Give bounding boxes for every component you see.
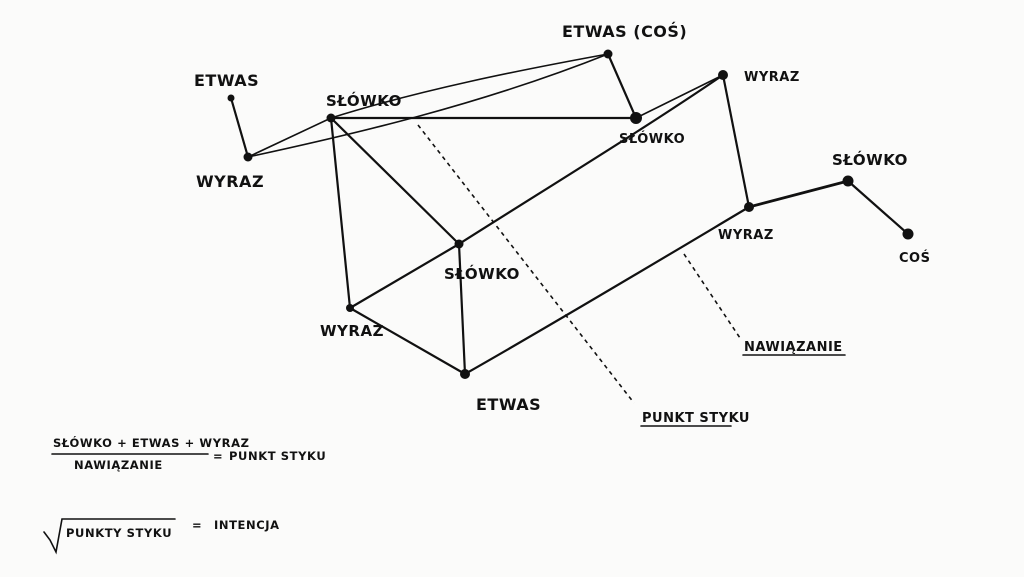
node-wyraz-lower — [346, 304, 354, 312]
node-slowko-mid-right — [630, 112, 642, 124]
label-slowko-center: SŁÓWKO — [444, 264, 520, 283]
label-wyraz-right: WYRAZ — [718, 228, 774, 243]
node-etwas-left — [227, 94, 235, 102]
edge-wyrazright-slowkoright — [747, 179, 850, 209]
root-equals: = — [192, 518, 202, 532]
label-wyraz-left: WYRAZ — [196, 172, 264, 191]
edge-wyraz-etwascos — [247, 53, 609, 158]
node-etwas-cos — [603, 49, 613, 59]
formula-root: PUNKTY STYKU = INTENCJA — [43, 518, 280, 555]
dash-punkt-styku — [417, 124, 635, 404]
edge-slowko-wyrazlower — [329, 116, 352, 310]
label-nawiazanie: NAWIĄZANIE — [744, 340, 843, 355]
node-labels: ETWAS (COŚ) WYRAZ ETWAS SŁÓWKO WYRAZ SŁÓ… — [194, 22, 930, 414]
diagram-edges — [229, 52, 910, 376]
edge-slowkoright-cos — [846, 179, 910, 236]
label-wyraz-lower: WYRAZ — [320, 322, 384, 340]
edge-slowko-etwascos — [330, 53, 609, 119]
fraction-equals: = — [213, 449, 223, 463]
label-slowko-far-right: SŁÓWKO — [832, 150, 908, 169]
root-result: INTENCJA — [214, 518, 280, 532]
edge-centerslowko-etwasbottom — [457, 242, 467, 376]
edge-etwasbottom-wyrazright — [463, 205, 751, 376]
root-argument: PUNKTY STYKU — [66, 526, 172, 540]
edge-wyraz-slowko-left — [247, 117, 332, 158]
fraction-denominator: NAWIĄZANIE — [74, 458, 163, 472]
formula-fraction: SŁÓWKO + ETWAS + WYRAZ NAWIĄZANIE = PUNK… — [51, 435, 326, 472]
node-slowko-left — [326, 113, 336, 123]
node-wyraz-top-right — [718, 70, 728, 80]
node-slowko-center — [454, 239, 464, 249]
node-slowko-far-right — [842, 175, 854, 187]
edge-wyrazlower-centerslowko — [348, 242, 461, 310]
label-etwas-bottom: ETWAS — [476, 395, 541, 414]
node-etwas-bottom — [460, 369, 470, 379]
label-punkt-styku: PUNKT STYKU — [642, 411, 750, 426]
edge-slowkoright-wyraztop — [635, 74, 724, 119]
label-etwas-left: ETWAS — [194, 71, 259, 90]
label-slowko-left: SŁÓWKO — [326, 91, 402, 110]
diagram-nodes — [227, 49, 914, 379]
edge-wyrazlower-etwasbottom — [348, 306, 467, 376]
label-etwas-cos: ETWAS (COŚ) — [562, 22, 687, 41]
edge-centerslowko-wyraztop — [457, 73, 725, 246]
callout-lines — [417, 124, 846, 427]
callout-labels: NAWIĄZANIE PUNKT STYKU — [642, 340, 843, 426]
node-wyraz-right — [744, 202, 754, 212]
label-cos-right: COŚ — [899, 250, 930, 266]
label-wyraz-top-right: WYRAZ — [744, 70, 800, 85]
dash-nawiazanie — [683, 253, 741, 339]
edge-wyraztop-wyrazright — [721, 73, 751, 209]
edge-slowko-centerslowko — [329, 116, 461, 246]
node-cos-right — [902, 228, 914, 240]
node-wyraz-left — [243, 152, 253, 162]
label-slowko-mid-right: SŁÓWKO — [619, 131, 685, 147]
root-sign — [43, 518, 176, 555]
fraction-numerator: SŁÓWKO + ETWAS + WYRAZ — [53, 435, 250, 450]
edge-etwas-wyraz-left — [229, 96, 250, 159]
fraction-result: PUNKT STYKU — [229, 449, 326, 463]
edge-etwascos-slowkoright — [606, 52, 638, 120]
